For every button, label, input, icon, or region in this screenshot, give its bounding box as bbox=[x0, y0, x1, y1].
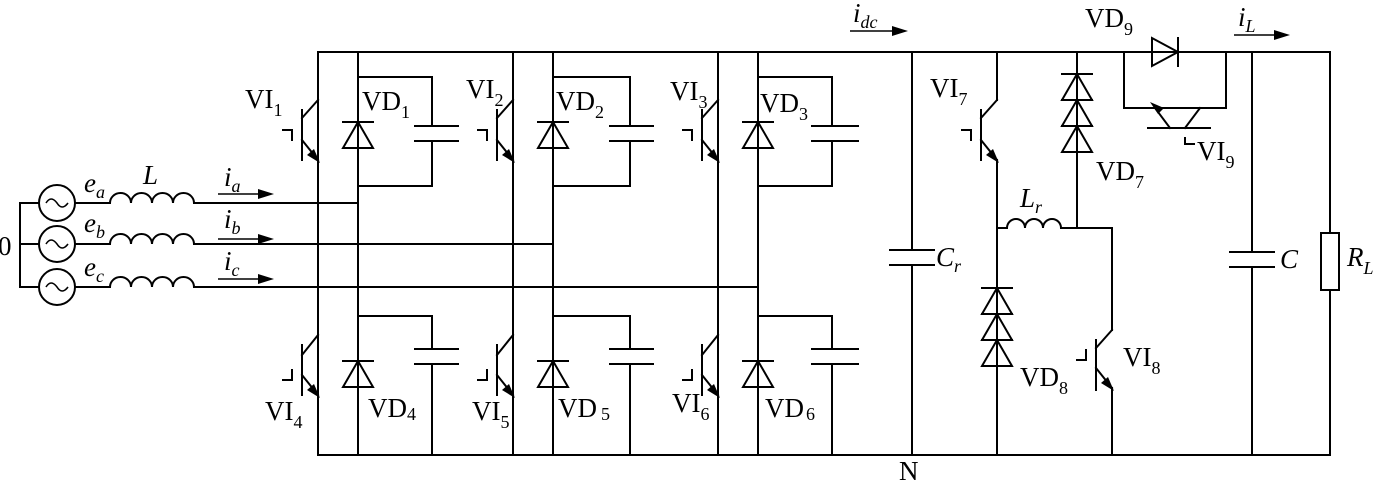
label-RL: RL bbox=[1346, 242, 1374, 278]
label-VI9: VI9 bbox=[1197, 136, 1235, 172]
label-VI8: VI8 bbox=[1123, 342, 1161, 378]
label-VI1: VI1 bbox=[245, 84, 283, 120]
label-ia: ia bbox=[224, 162, 241, 196]
label-VI2: VI2 bbox=[466, 74, 504, 110]
label-C: C bbox=[1280, 244, 1299, 274]
label-ea: ea bbox=[84, 168, 105, 202]
label-VD2: VD2 bbox=[556, 86, 604, 122]
ac-sources bbox=[19, 184, 759, 306]
label-VI6: VI6 bbox=[672, 388, 710, 424]
label-L: L bbox=[142, 160, 158, 190]
label-VI3: VI3 bbox=[670, 76, 708, 112]
label-Lr: Lr bbox=[1019, 183, 1043, 217]
bus-wires bbox=[317, 51, 1331, 456]
resonant-link bbox=[850, 26, 1340, 456]
label-ec: ec bbox=[84, 252, 104, 286]
label-iL: iL bbox=[1238, 2, 1256, 36]
label-N: N bbox=[899, 456, 919, 482]
label-VI5: VI5 bbox=[472, 396, 510, 432]
label-eb: eb bbox=[84, 208, 105, 242]
label-VD9: VD9 bbox=[1085, 3, 1133, 39]
bridge-leg-3 bbox=[682, 51, 859, 456]
label-VD4: VD4 bbox=[368, 393, 416, 424]
label-ic: ic bbox=[224, 246, 240, 280]
ground-label: 0 bbox=[0, 231, 12, 261]
label-Cr: Cr bbox=[936, 242, 962, 276]
label-VI7: VI7 bbox=[930, 73, 968, 109]
label-ib: ib bbox=[224, 204, 241, 238]
bridge-leg-1 bbox=[282, 51, 459, 456]
label-VD3: VD3 bbox=[760, 88, 808, 124]
label-VD1: VD1 bbox=[362, 86, 410, 122]
label-VD7: VD7 bbox=[1096, 156, 1144, 192]
label-idc: idc bbox=[853, 0, 878, 32]
label-VD8: VD8 bbox=[1020, 362, 1068, 398]
bridge-leg-2 bbox=[477, 51, 654, 456]
label-VI4: VI4 bbox=[265, 396, 303, 432]
